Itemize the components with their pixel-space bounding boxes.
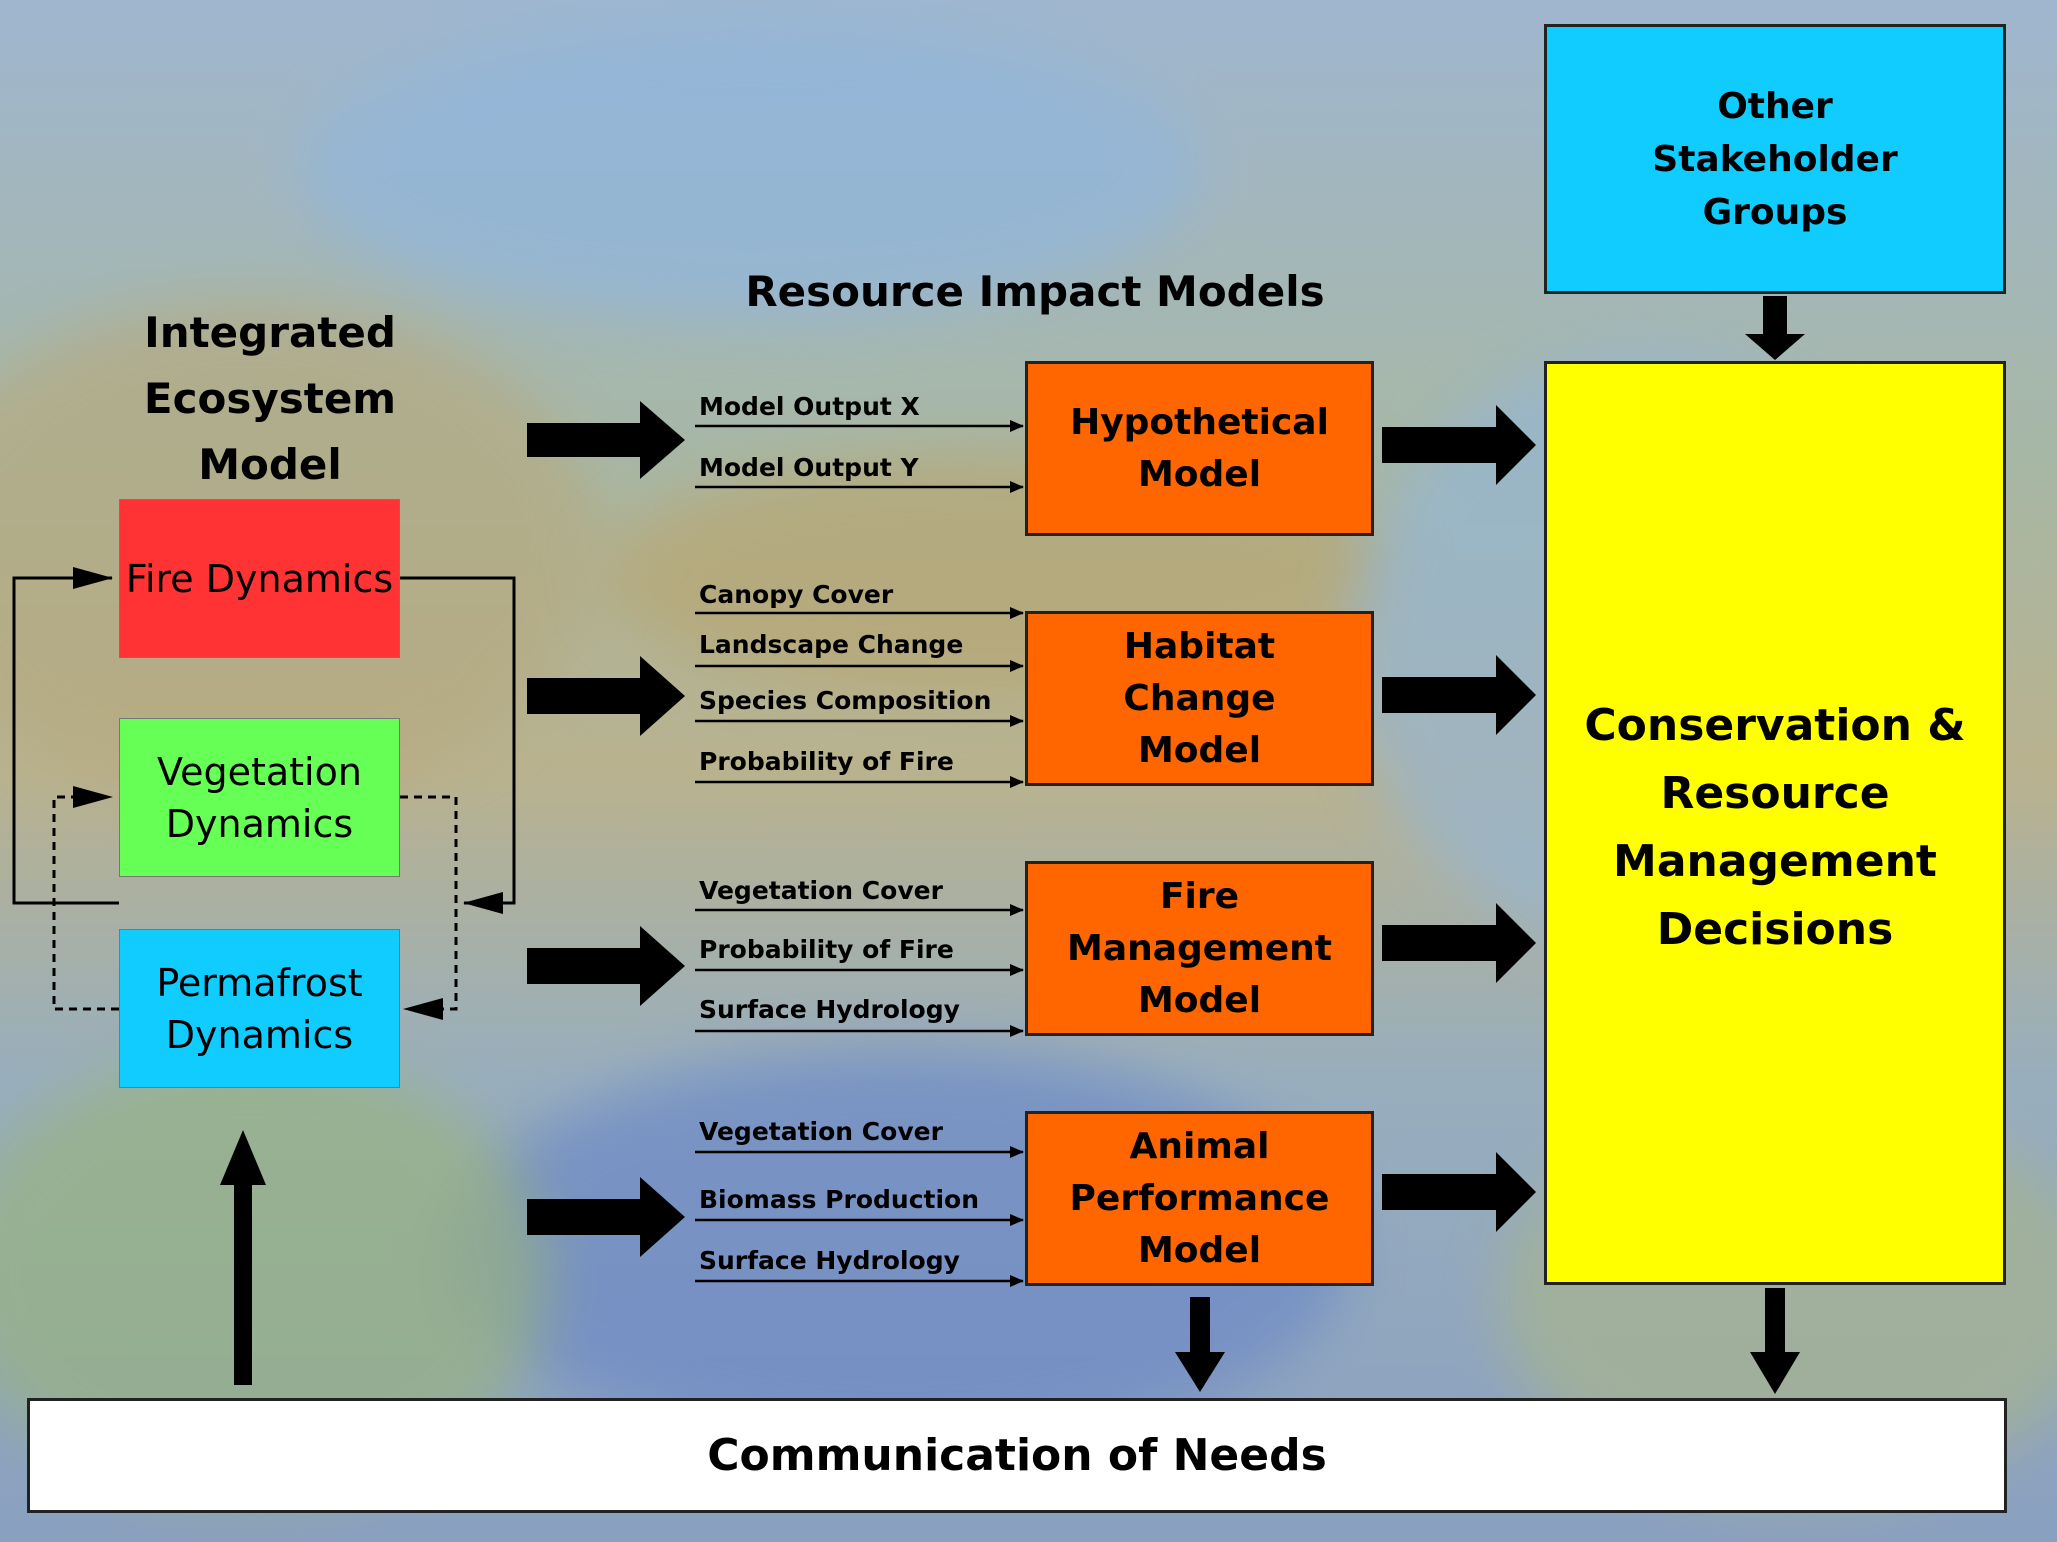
ecosystem-to-fire-management-arrow: [527, 926, 685, 1006]
other-stakeholder-groups-box: Other Stakeholder Groups: [1544, 24, 2006, 294]
fire-management-to-decisions-arrow: [1382, 903, 1536, 983]
habitat-change-model-box: Habitat Change Model: [1025, 611, 1374, 786]
input-label: Surface Hydrology: [699, 1246, 960, 1275]
animal-performance-to-communication-arrow: [1175, 1297, 1225, 1392]
input-label: Probability of Fire: [699, 935, 954, 964]
input-label: Landscape Change: [699, 630, 964, 659]
conservation-decisions-box: Conservation & Resource Management Decis…: [1544, 361, 2006, 1285]
ecosystem-to-animal-performance-arrow: [527, 1177, 685, 1257]
conservation-decisions-label: Conservation & Resource Management Decis…: [1584, 700, 1966, 955]
permafrost-dynamics-label: Permafrost Dynamics: [156, 960, 363, 1057]
vegetation-to-permafrost-dashed-line: [400, 795, 458, 1020]
ecosystem-to-hypothetical-arrow: [527, 401, 685, 479]
communication-of-needs-box: Communication of Needs: [27, 1398, 2007, 1513]
animal-performance-model-box: Animal Performance Model: [1025, 1111, 1374, 1286]
input-label: Probability of Fire: [699, 747, 954, 776]
communication-of-needs-label: Communication of Needs: [707, 1430, 1327, 1481]
other-stakeholder-groups-label: Other Stakeholder Groups: [1652, 85, 1898, 233]
fire-management-model-box: Fire Management Model: [1025, 861, 1374, 1036]
fire-dynamics-box: Fire Dynamics: [119, 499, 400, 658]
input-label: Species Composition: [699, 686, 992, 715]
communication-to-ecosystem-arrow: [220, 1130, 266, 1385]
vegetation-dynamics-box: Vegetation Dynamics: [119, 718, 400, 877]
vegetation-dynamics-label: Vegetation Dynamics: [157, 749, 362, 846]
resource-impact-models-heading: Resource Impact Models: [745, 267, 1325, 316]
hypothetical-model-label: Hypothetical Model: [1070, 401, 1329, 495]
fire-dynamics-label: Fire Dynamics: [125, 556, 394, 601]
permafrost-dynamics-box: Permafrost Dynamics: [119, 929, 400, 1088]
stakeholders-to-decisions-arrow: [1745, 296, 1805, 360]
input-label: Model Output X: [699, 392, 920, 421]
permafrost-to-vegetation-dashed-line: [52, 786, 119, 1011]
input-label: Model Output Y: [699, 453, 919, 482]
habitat-to-decisions-arrow: [1382, 655, 1536, 735]
fire-to-permafrost-line: [400, 576, 516, 914]
fire-management-model-label: Fire Management Model: [1067, 875, 1332, 1021]
habitat-change-model-label: Habitat Change Model: [1123, 625, 1276, 771]
input-label: Canopy Cover: [699, 580, 894, 609]
integrated-ecosystem-model-heading: Integrated Ecosystem Model: [143, 308, 397, 489]
decisions-to-communication-arrow: [1750, 1288, 1800, 1394]
input-label: Biomass Production: [699, 1185, 980, 1214]
animal-performance-model-label: Animal Performance Model: [1069, 1125, 1330, 1271]
ecosystem-to-habitat-arrow: [527, 656, 685, 736]
input-label: Vegetation Cover: [699, 876, 943, 905]
input-label: Surface Hydrology: [699, 995, 960, 1024]
animal-performance-to-decisions-arrow: [1382, 1152, 1536, 1232]
input-label: Vegetation Cover: [699, 1117, 943, 1146]
fire-feedback-loop-line: [12, 567, 119, 905]
hypothetical-model-box: Hypothetical Model: [1025, 361, 1374, 536]
hypothetical-to-decisions-arrow: [1382, 405, 1536, 485]
